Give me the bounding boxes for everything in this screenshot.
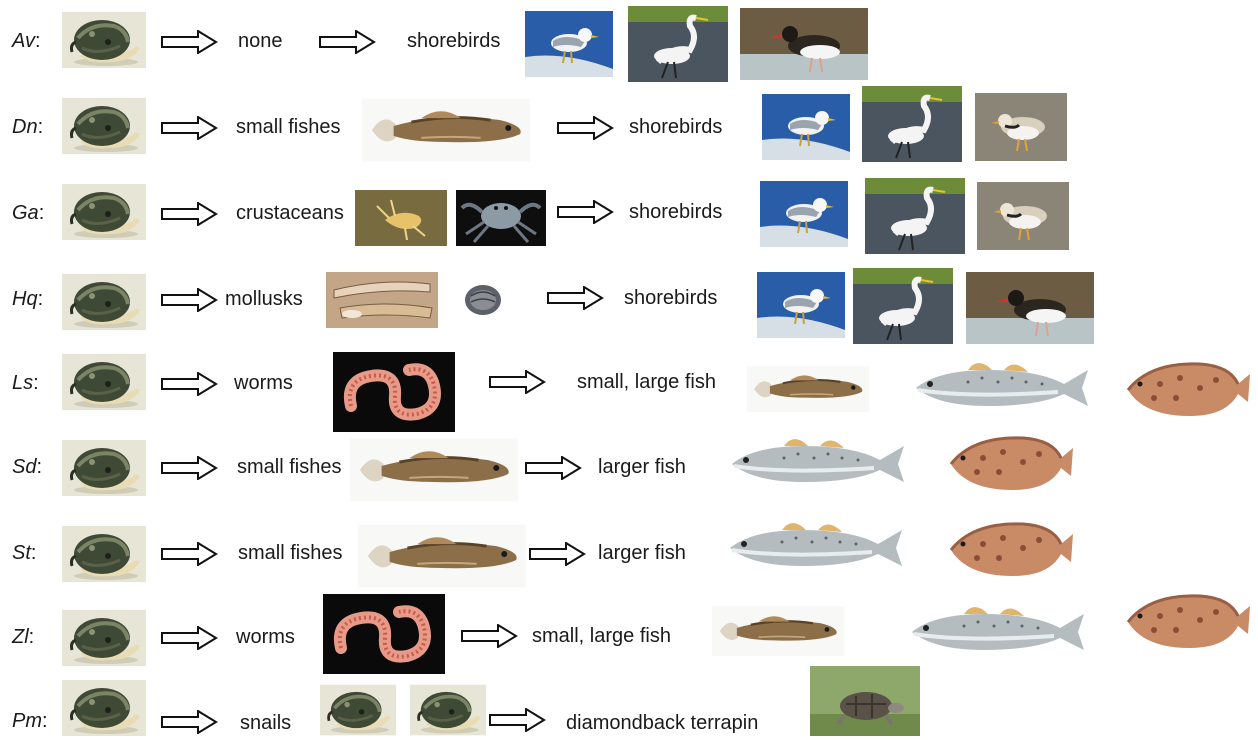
- arrow-icon: [160, 542, 218, 566]
- arrow-icon: [556, 200, 614, 224]
- row-st: St: small fishes larger fish: [0, 514, 1258, 596]
- seatrout-image: [908, 354, 1094, 420]
- arrow-icon: [528, 542, 586, 566]
- crab-image: [456, 190, 546, 246]
- prey-snail-image: [320, 682, 396, 738]
- terrapin-image: [810, 666, 920, 736]
- seatrout-image: [904, 598, 1090, 664]
- arrow-icon: [318, 30, 376, 54]
- flounder-image: [1120, 586, 1254, 656]
- host-label: small fishes: [238, 542, 342, 565]
- species-label: Av:: [12, 30, 41, 53]
- oystercatcher-image: [740, 8, 868, 80]
- arrow-icon: [160, 372, 218, 396]
- row-hq: Hq: mollusks shorebirds: [0, 258, 1258, 340]
- host-label: small fishes: [236, 116, 340, 139]
- arrow-icon: [546, 286, 604, 310]
- predator-label: shorebirds: [624, 287, 717, 310]
- flounder-image: [943, 428, 1077, 498]
- mud-snail-image: [62, 10, 146, 70]
- arrow-icon: [160, 116, 218, 140]
- seatrout-image: [722, 514, 908, 580]
- flounder-image: [1120, 354, 1254, 424]
- arrow-icon: [488, 708, 546, 732]
- predator-label: larger fish: [598, 456, 686, 479]
- arrow-icon: [160, 626, 218, 650]
- arrow-icon: [160, 456, 218, 480]
- row-ls: Ls: worms small, large fish: [0, 344, 1258, 426]
- goby-image: [742, 366, 874, 412]
- mud-snail-image: [62, 352, 146, 412]
- predator-label: small, large fish: [532, 625, 671, 648]
- species-label: Hq:: [12, 288, 43, 311]
- mud-snail-image: [62, 182, 146, 242]
- amphipod-image: [355, 190, 447, 246]
- goby-image: [712, 606, 844, 656]
- species-label: Ls:: [12, 372, 39, 395]
- plover-image: [975, 93, 1067, 161]
- seatrout-image: [724, 430, 910, 496]
- clam-image: [459, 276, 507, 324]
- host-label: crustaceans: [236, 202, 344, 225]
- goby-image: [358, 524, 526, 588]
- arrow-icon: [556, 116, 614, 140]
- gull-image: [760, 181, 848, 247]
- arrow-icon: [160, 710, 218, 734]
- worm-image: [333, 352, 455, 432]
- oystercatcher-image: [966, 272, 1094, 344]
- species-label: Sd:: [12, 456, 42, 479]
- mud-snail-image: [62, 524, 146, 584]
- arrow-icon: [488, 370, 546, 394]
- predator-label: shorebirds: [629, 116, 722, 139]
- plover-image: [977, 182, 1069, 250]
- host-label: small fishes: [237, 456, 341, 479]
- mud-snail-image: [62, 96, 146, 156]
- mud-snail-image: [62, 678, 146, 738]
- gull-image: [757, 272, 845, 338]
- egret-image: [628, 6, 728, 82]
- mud-snail-image: [62, 272, 146, 332]
- arrow-icon: [160, 202, 218, 226]
- goby-image: [350, 438, 518, 502]
- host-label: mollusks: [225, 288, 303, 311]
- prey-snail-image: [410, 682, 486, 738]
- flounder-image: [943, 514, 1077, 584]
- mud-snail-image: [62, 438, 146, 498]
- arrow-icon: [160, 288, 218, 312]
- species-label: Zl:: [12, 626, 34, 649]
- row-sd: Sd: small fishes larger fish: [0, 428, 1258, 510]
- predator-label: small, large fish: [577, 371, 716, 394]
- species-label: Ga:: [12, 202, 44, 225]
- egret-image: [862, 86, 962, 162]
- host-label: none: [238, 30, 283, 53]
- predator-label: shorebirds: [407, 30, 500, 53]
- host-label: worms: [234, 372, 293, 395]
- row-ga: Ga: crustaceans shorebirds: [0, 172, 1258, 254]
- arrow-icon: [460, 624, 518, 648]
- species-label: Pm:: [12, 710, 48, 733]
- goby-image: [362, 98, 530, 162]
- predator-label: diamondback terrapin: [566, 712, 758, 735]
- host-label: snails: [240, 712, 291, 735]
- gull-image: [762, 94, 850, 160]
- gull-image: [525, 11, 613, 77]
- species-label: St:: [12, 542, 36, 565]
- host-label: worms: [236, 626, 295, 649]
- egret-image: [853, 268, 953, 344]
- row-av: Av: none shorebirds: [0, 0, 1258, 82]
- arrow-icon: [160, 30, 218, 54]
- predator-label: larger fish: [598, 542, 686, 565]
- razor-clam-image: [326, 272, 438, 328]
- egret-image: [865, 178, 965, 254]
- row-dn: Dn: small fishes shorebirds: [0, 86, 1258, 168]
- predator-label: shorebirds: [629, 201, 722, 224]
- row-pm: Pm: snails diamondback terrapin: [0, 658, 1258, 740]
- species-label: Dn:: [12, 116, 43, 139]
- arrow-icon: [524, 456, 582, 480]
